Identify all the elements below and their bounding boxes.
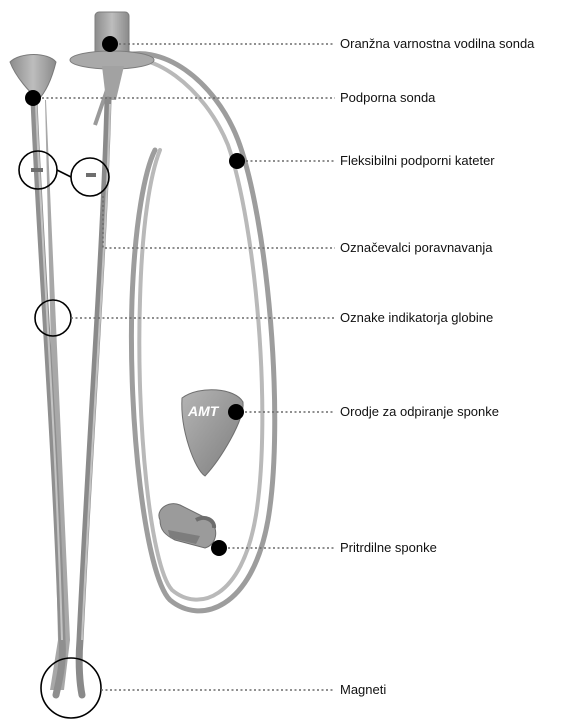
label-depth-markings: Oznake indikatorja globine bbox=[340, 311, 493, 325]
orange-guide-probe bbox=[70, 12, 154, 695]
leader-dot-support-probe bbox=[25, 90, 41, 106]
leader-dot-orange-probe bbox=[102, 36, 118, 52]
label-support-probe: Podporna sonda bbox=[340, 91, 435, 105]
alignment-link-line bbox=[57, 170, 71, 177]
label-orange-guide-probe: Oranžna varnostna vodilna sonda bbox=[340, 37, 534, 51]
leader-dot-clip-opener bbox=[228, 404, 244, 420]
amt-logo: AMT bbox=[187, 403, 220, 419]
label-flexible-catheter: Fleksibilni podporni kateter bbox=[340, 154, 495, 168]
label-clip-opener: Orodje za odpiranje sponke bbox=[340, 405, 499, 419]
fixing-clips bbox=[159, 504, 216, 548]
label-fixing-clips: Pritrdilne sponke bbox=[340, 541, 437, 555]
label-magnets: Magneti bbox=[340, 683, 386, 697]
leader-dot-clips bbox=[211, 540, 227, 556]
leader-dot-catheter bbox=[229, 153, 245, 169]
label-alignment-markers: Označevalci poravnavanja bbox=[340, 241, 492, 255]
magnets-circle bbox=[41, 658, 101, 718]
clip-opener-tool: AMT bbox=[182, 390, 243, 476]
